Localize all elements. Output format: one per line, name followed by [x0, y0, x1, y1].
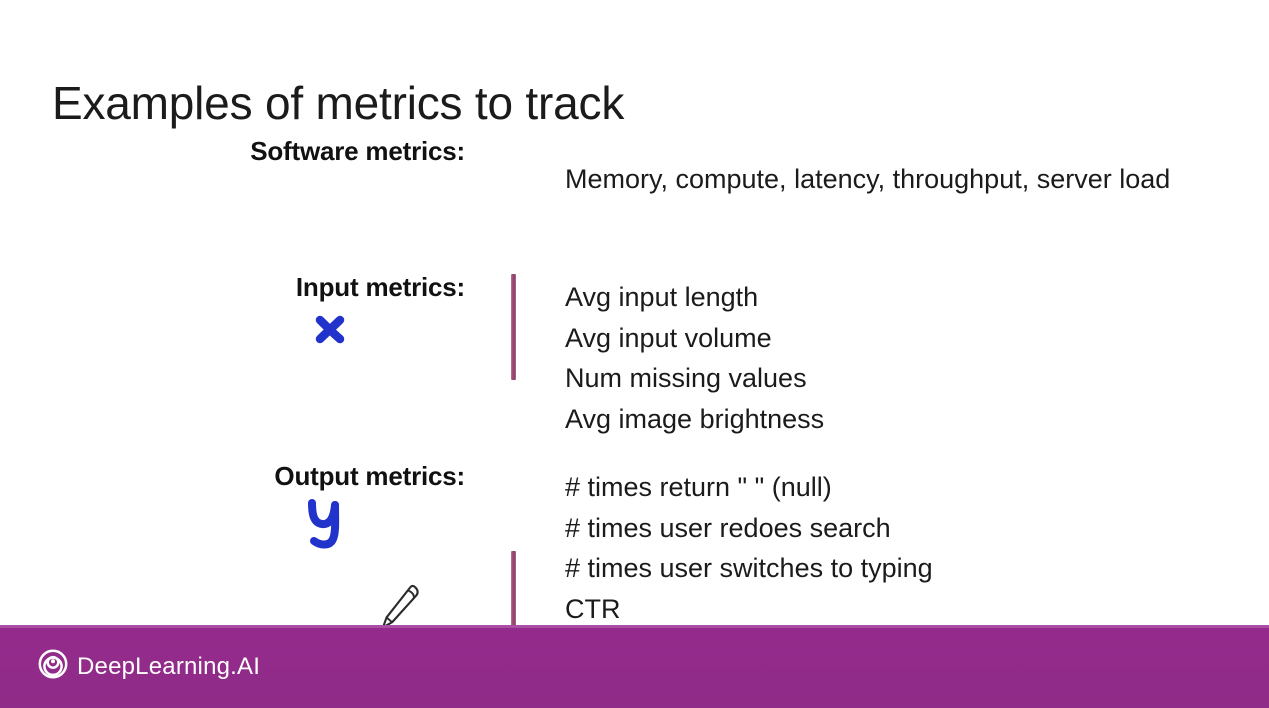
row-values-input: Avg input length Avg input volume Num mi… — [565, 277, 1255, 439]
footer-top-edge — [0, 625, 1269, 628]
row-label-group-software: Software metrics: — [60, 136, 465, 167]
metric-item: Avg image brightness — [565, 403, 825, 434]
metric-item: Memory, compute, latency, throughput, se… — [565, 164, 1171, 194]
handwritten-annotation-x — [60, 307, 465, 353]
row-label-group-input: Input metrics: — [60, 272, 465, 353]
row-values-software: Memory, compute, latency, throughput, se… — [565, 159, 1255, 200]
metrics-table: Software metrics: Memory, compute, laten… — [0, 136, 1269, 706]
row-divider-software — [511, 274, 516, 380]
footer-bar: DeepLearning.AI — [0, 625, 1269, 708]
row-label-input: Input metrics: — [295, 272, 465, 302]
metric-item: Avg input volume — [565, 322, 772, 353]
row-label-software: Software metrics: — [250, 136, 465, 166]
row-label-output: Output metrics: — [274, 461, 465, 491]
handwritten-annotation-y — [60, 496, 465, 549]
metric-item: CTR — [565, 593, 621, 624]
page-title: Examples of metrics to track — [52, 76, 625, 129]
metric-item: # times user switches to typing — [565, 553, 933, 583]
brand-name: DeepLearning.AI — [77, 652, 261, 680]
metric-item: Num missing values — [565, 363, 807, 393]
metrics-row-software: Software metrics: Memory, compute, laten… — [0, 136, 1269, 380]
row-values-output: # times return " " (null) # times user r… — [565, 467, 1255, 629]
metric-item: # times return " " (null) — [565, 472, 832, 502]
deeplearning-spiral-logo-icon — [38, 649, 68, 684]
brand-lockup: DeepLearning.AI — [38, 649, 260, 684]
metric-item: # times user redoes search — [565, 512, 891, 543]
metrics-row-output: Output metrics: # times return " " (null… — [0, 461, 1269, 625]
metric-item: Avg input length — [565, 282, 759, 312]
metrics-row-input: Input metrics: Avg input length Avg inpu… — [0, 272, 1269, 706]
row-label-group-output: Output metrics: — [60, 461, 465, 549]
